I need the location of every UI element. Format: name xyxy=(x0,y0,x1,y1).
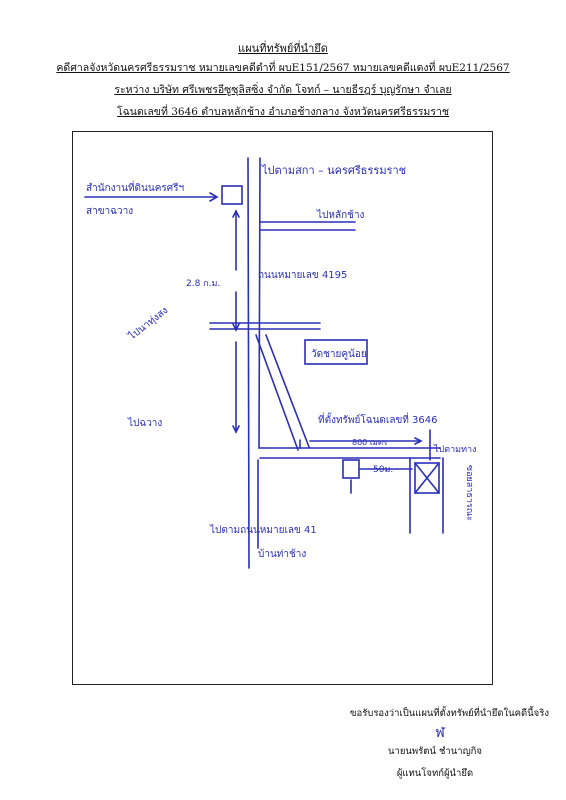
diagonal-road-left xyxy=(255,334,299,451)
office-label-2: สาขาฉวาง xyxy=(86,206,133,217)
map-title: แผนที่ทรัพย์ที่นำยึด xyxy=(238,42,328,55)
temple-label: วัดชายคูน้อย xyxy=(311,348,367,360)
road-end-label: ไปตามทาง xyxy=(433,444,476,455)
land-note-label: ที่ตั้งทรัพย์โฉนดเลขที่ 3646 xyxy=(318,412,438,426)
bottom-road-label: ไปตามถนนหมายเลข 41 xyxy=(209,524,317,536)
office-arrow-head xyxy=(209,192,219,202)
signer-role: ผู้แทนโจทก์ผู้นำยึด xyxy=(396,768,474,779)
thung-song-label: ไปนาทุ่งสง xyxy=(126,304,171,343)
distance-50-label: 50ม. xyxy=(373,465,393,475)
top-road-label: ไปตามสกา – นครศรีธรรมราช xyxy=(261,164,406,177)
soi-label: ซอยสาธารณะ xyxy=(464,465,474,521)
dim-lower-arrow-down xyxy=(232,425,240,434)
office-label-1: สำนักงานที่ดินนครศรีฯ xyxy=(86,180,184,194)
parties-line: ระหว่าง บริษัท ศรีเพชรอีซูซุลิสซิ่ง จำกั… xyxy=(114,84,452,96)
certify-text: ขอรับรองว่าเป็นแผนที่ตั้งทรัพย์ที่นำยึดใ… xyxy=(350,708,549,719)
temple-box xyxy=(304,339,368,365)
case-line: คดีศาลจังหวัดนครศรีธรรมราช หมายเลขคดีดำท… xyxy=(56,62,510,74)
lot-cross-2 xyxy=(414,462,440,494)
dim-arrow-down xyxy=(232,323,240,332)
small-plot-box xyxy=(342,459,360,479)
dim-arrow-up xyxy=(232,209,240,218)
map-frame xyxy=(72,131,493,685)
tha-chang-label: บ้านท่าช้าง xyxy=(258,548,306,560)
distance-left-label: 2.8 ก.ม. xyxy=(186,279,220,289)
land-office-box xyxy=(221,185,243,205)
road-number-label: ถนนหมายเลข 4195 xyxy=(258,270,347,281)
main-road-right-edge xyxy=(258,157,261,449)
distance-800-label: 800 เมตร xyxy=(352,438,388,447)
main-road-left-edge xyxy=(247,157,250,569)
signature: ฬ xyxy=(435,725,445,741)
diagonal-road-right xyxy=(265,334,310,448)
signer-name: นายนพรัตน์ ชำนาญกิจ xyxy=(388,746,482,757)
lak-chang-label: ไปหลักช้าง xyxy=(316,209,365,221)
dim-800-arrow xyxy=(414,437,423,445)
land-lot-box xyxy=(414,462,440,494)
deed-line: โฉนดเลขที่ 3646 ตำบลหลักช้าง อำเภอช้างกล… xyxy=(117,106,449,118)
chawang-label: ไปฉวาง xyxy=(127,417,162,429)
